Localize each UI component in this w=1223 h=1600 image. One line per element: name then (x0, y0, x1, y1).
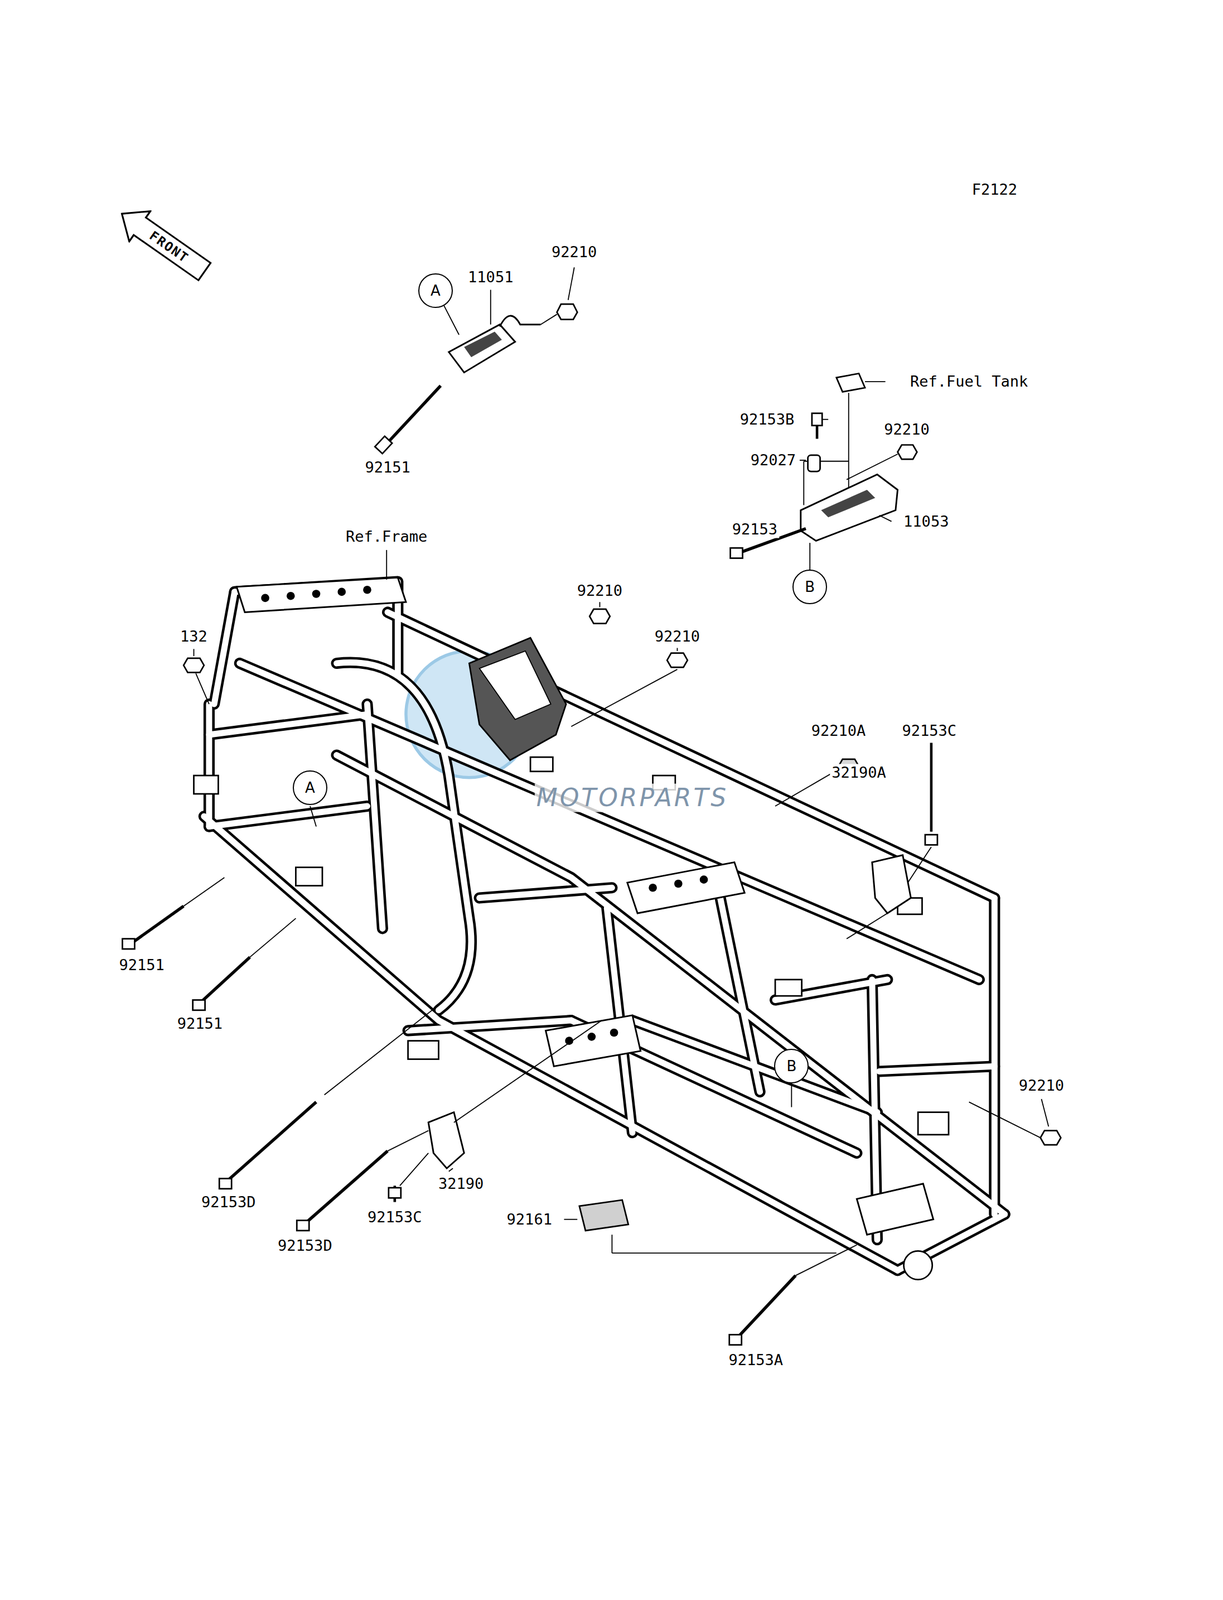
reference-label: F2122 (970, 181, 1019, 199)
reference-letter: A (430, 282, 441, 299)
reference-label: Ref.Fuel Tank (908, 373, 1030, 391)
callout-number: 92153B (738, 410, 797, 428)
reference-letter: B (804, 578, 815, 596)
callout-number: 92153 (730, 520, 780, 539)
callout-number: 92151 (117, 956, 167, 974)
callout-number: 32190 (436, 1174, 486, 1192)
callout-number: 92153C (365, 1207, 424, 1226)
callout-number: 92151 (175, 1014, 225, 1032)
callout-number: 92210 (549, 243, 599, 261)
reference-letter: B (786, 1057, 797, 1075)
callout-number: 11051 (466, 268, 515, 287)
callout-number: 92153D (199, 1192, 258, 1211)
reference-circle: A (418, 273, 453, 308)
callout-number: 132 (178, 627, 210, 646)
callout-number: 32190A (829, 763, 888, 781)
callout-number: 92210A (809, 721, 868, 739)
callout-number: 92153A (727, 1351, 786, 1369)
callout-number: 92210 (653, 627, 702, 646)
callout-number: 92210 (882, 420, 931, 438)
reference-label: Ref.Frame (344, 528, 429, 546)
callout-number: 92151 (363, 458, 412, 476)
reference-circle: B (792, 569, 828, 604)
callout-number: 92153C (900, 721, 959, 739)
reference-circle: B (774, 1048, 809, 1084)
callout-number: 92161 (505, 1210, 554, 1228)
callout-number: 92027 (748, 451, 798, 469)
callout-number: 92153D (276, 1236, 335, 1255)
callout-number: 92210 (1017, 1076, 1066, 1095)
arrow-shape (111, 198, 216, 287)
reference-circle: A (292, 770, 328, 805)
front-arrow: FRONT (109, 196, 217, 289)
callout-number: 11053 (901, 512, 951, 530)
watermark: MOTORPARTS (534, 783, 731, 812)
reference-letter: A (305, 779, 316, 796)
callout-number: 92210 (575, 581, 625, 599)
